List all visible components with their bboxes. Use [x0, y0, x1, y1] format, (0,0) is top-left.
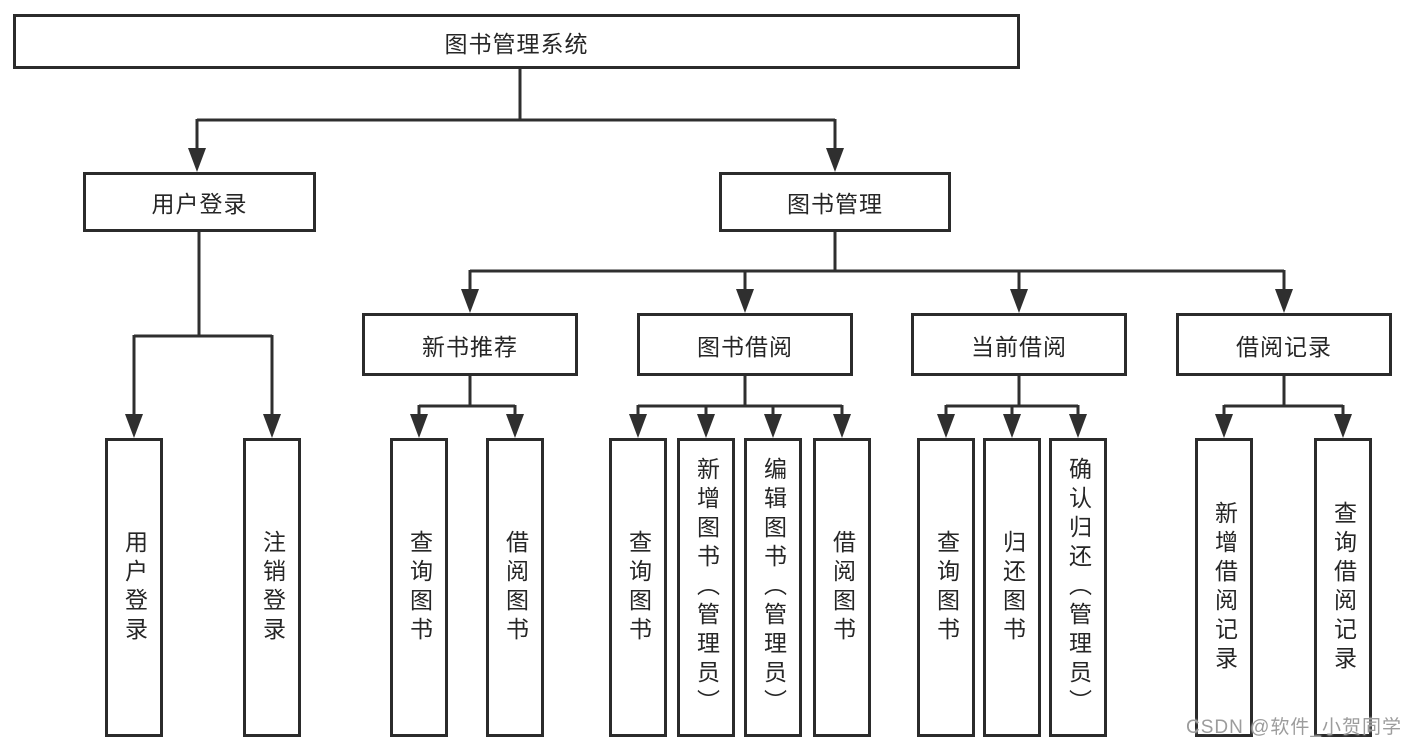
leaf-newbook-borrow-books: 借阅图书	[486, 438, 544, 737]
node-root-system: 图书管理系统	[13, 14, 1020, 69]
node-new-book-recommend-label: 新书推荐	[422, 333, 518, 360]
leaf-user-login-label: 用户登录	[121, 529, 148, 646]
csdn-watermark: CSDN @软件_小贺同学	[1186, 717, 1402, 738]
leaf-newbook-borrow-books-label: 借阅图书	[502, 529, 529, 646]
leaf-borrow-edit-books-admin-label: 编辑图书（管理员）	[760, 457, 787, 718]
leaf-current-return-books: 归还图书	[983, 438, 1041, 737]
node-book-management-label: 图书管理	[787, 191, 883, 217]
leaf-newbook-query-books: 查询图书	[390, 438, 448, 737]
node-book-borrow-label: 图书借阅	[697, 333, 793, 360]
leaf-borrow-query-books-label: 查询图书	[625, 529, 652, 646]
leaf-current-query-books-label: 查询图书	[933, 529, 960, 646]
node-current-borrow: 当前借阅	[911, 313, 1127, 376]
node-new-book-recommend: 新书推荐	[362, 313, 578, 376]
leaf-current-return-books-label: 归还图书	[999, 529, 1026, 646]
leaf-record-add-borrow-record-label: 新增借阅记录	[1211, 500, 1238, 675]
node-book-borrow: 图书借阅	[637, 313, 853, 376]
node-user-login-label: 用户登录	[151, 191, 248, 217]
leaf-borrow-borrow-books: 借阅图书	[813, 438, 871, 737]
leaf-borrow-add-books-admin: 新增图书（管理员）	[677, 438, 735, 737]
node-root-system-label: 图书管理系统	[444, 30, 589, 57]
leaf-user-login: 用户登录	[105, 438, 163, 737]
node-current-borrow-label: 当前借阅	[971, 333, 1067, 360]
leaf-borrow-borrow-books-label: 借阅图书	[829, 529, 856, 646]
leaf-borrow-query-books: 查询图书	[609, 438, 667, 737]
node-book-management: 图书管理	[719, 172, 951, 232]
leaf-current-query-books: 查询图书	[917, 438, 975, 737]
leaf-record-query-borrow-record-label: 查询借阅记录	[1330, 500, 1357, 675]
leaf-logout-label: 注销登录	[259, 529, 286, 646]
leaf-logout: 注销登录	[243, 438, 301, 737]
leaf-record-add-borrow-record: 新增借阅记录	[1195, 438, 1253, 737]
leaf-borrow-add-books-admin-label: 新增图书（管理员）	[693, 457, 720, 718]
node-borrow-record: 借阅记录	[1176, 313, 1392, 376]
leaf-borrow-edit-books-admin: 编辑图书（管理员）	[744, 438, 802, 737]
node-user-login: 用户登录	[83, 172, 316, 232]
leaf-record-query-borrow-record: 查询借阅记录	[1314, 438, 1372, 737]
node-borrow-record-label: 借阅记录	[1236, 333, 1332, 360]
leaf-current-confirm-return-admin-label: 确认归还（管理员）	[1065, 457, 1092, 718]
leaf-current-confirm-return-admin: 确认归还（管理员）	[1049, 438, 1107, 737]
leaf-newbook-query-books-label: 查询图书	[406, 529, 433, 646]
